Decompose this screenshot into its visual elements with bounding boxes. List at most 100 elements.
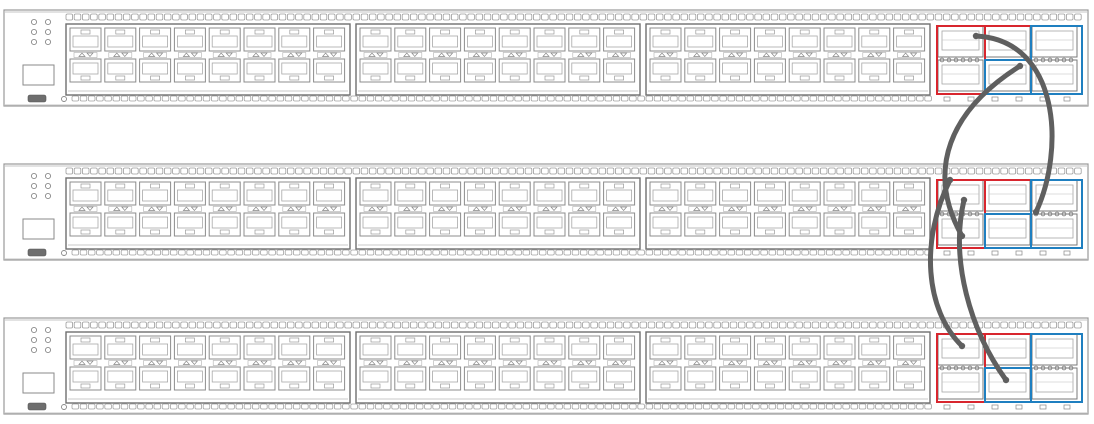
sfp-port-upper: [208, 181, 241, 206]
uplink-led-icon: [939, 365, 945, 371]
link-led-icon: [472, 52, 481, 57]
sfp-port-upper: [463, 27, 496, 52]
sfp-port-lower: [173, 212, 206, 237]
sfp-port-lower: [753, 58, 786, 83]
uplink-led-icon: [967, 365, 973, 371]
activity-led-icon: [86, 52, 94, 58]
sfp-port-group: [65, 177, 351, 250]
sfp-port-upper: [893, 27, 926, 52]
sfp-port-lower: [719, 366, 752, 391]
uplink-led-icon: [1061, 57, 1067, 63]
port-led-strip: [143, 360, 167, 366]
sfp-port-lower: [649, 212, 682, 237]
sfp-port-column: [359, 335, 392, 391]
link-led-icon: [658, 206, 666, 211]
uplink-led-icon: [1047, 57, 1053, 63]
sfp-port-upper: [719, 335, 752, 360]
uplink-led-icon: [1047, 365, 1053, 371]
sfp-port-lower: [603, 366, 636, 391]
link-led-icon: [507, 206, 515, 211]
stacking-port-highlights: [936, 333, 1083, 403]
cable-connector-icon: [972, 32, 980, 40]
switches-layer: [3, 9, 1089, 415]
port-led-strip: [247, 206, 272, 212]
sfp-port-upper: [208, 335, 241, 360]
port-led-strip: [468, 52, 492, 58]
activity-led-icon: [411, 360, 419, 366]
activity-led-icon: [701, 360, 709, 366]
bottom-vent-row: [71, 403, 932, 410]
sfp-port-lower: [313, 366, 346, 391]
sfp-port-upper: [359, 27, 392, 52]
activity-led-icon: [619, 52, 628, 58]
link-led-icon: [762, 206, 771, 211]
sfp-port-column: [719, 181, 752, 237]
sfp-port-upper: [463, 335, 496, 360]
link-led-icon: [182, 360, 191, 365]
sfp-port-lower: [498, 366, 531, 391]
sfp-port-upper: [394, 181, 427, 206]
sfp-port-column: [603, 27, 636, 83]
activity-led-icon: [550, 360, 558, 366]
console-port-icon: [27, 402, 47, 411]
switch-unit[interactable]: [3, 163, 1089, 261]
port-led-strip: [792, 52, 817, 58]
sfp-port-upper: [498, 335, 531, 360]
link-led-icon: [147, 52, 156, 57]
sfp-port-lower: [429, 366, 462, 391]
port-led-strip: [653, 206, 678, 212]
sfp-port-upper: [684, 181, 717, 206]
bottom-vent-row: [71, 249, 932, 256]
port-led-strip: [317, 206, 341, 212]
link-led-icon: [252, 52, 260, 57]
port-led-strip: [862, 206, 887, 212]
uplink-led-icon: [960, 365, 966, 371]
sfp-port-column: [278, 181, 311, 237]
sfp-port-lower: [429, 212, 462, 237]
sfp-port-lower: [858, 212, 891, 237]
sfp-port-column: [243, 181, 276, 237]
sfp-port-lower: [568, 366, 601, 391]
activity-led-icon: [86, 360, 94, 366]
link-led-icon: [472, 360, 481, 365]
sfp-port-lower: [359, 212, 392, 237]
sfp-port-upper: [858, 181, 891, 206]
port-led-strip: [897, 360, 921, 366]
sfp-port-upper: [603, 335, 636, 360]
activity-led-icon: [445, 206, 454, 212]
sfp-port-column: [104, 335, 137, 391]
port-led-strip: [723, 52, 747, 58]
switch-unit[interactable]: [3, 9, 1089, 107]
port-led-strip: [862, 360, 887, 366]
uplink-led-icon: [967, 211, 973, 217]
uplink-led-icon: [974, 365, 980, 371]
switch-unit[interactable]: [3, 317, 1089, 415]
activity-led-icon: [805, 360, 813, 366]
console-port-icon: [27, 248, 47, 257]
link-led-icon: [113, 360, 121, 365]
sfp-port-upper: [649, 335, 682, 360]
sfp-port-lower: [788, 366, 821, 391]
sfp-port-lower: [139, 58, 172, 83]
console-port-icon: [27, 94, 47, 103]
link-led-icon: [368, 206, 376, 211]
activity-led-icon: [376, 206, 384, 212]
sfp-port-upper: [684, 335, 717, 360]
sfp-port-upper: [139, 181, 172, 206]
sfp-port-column: [684, 27, 717, 83]
sfp-port-column: [719, 335, 752, 391]
sfp-port-lower: [104, 58, 137, 83]
uplink-led-icon: [1068, 365, 1074, 371]
link-led-icon: [321, 360, 330, 365]
sfp-port-upper: [568, 27, 601, 52]
sfp-port-column: [359, 181, 392, 237]
sfp-port-group: [355, 23, 641, 96]
sfp-port-column: [498, 181, 531, 237]
sfp-port-column: [139, 27, 172, 83]
sfp-port-column: [463, 181, 496, 237]
link-led-icon: [832, 360, 840, 365]
link-led-icon: [658, 360, 666, 365]
sfp-port-lower: [394, 212, 427, 237]
link-led-icon: [693, 206, 701, 211]
port-led-strip: [178, 206, 202, 212]
